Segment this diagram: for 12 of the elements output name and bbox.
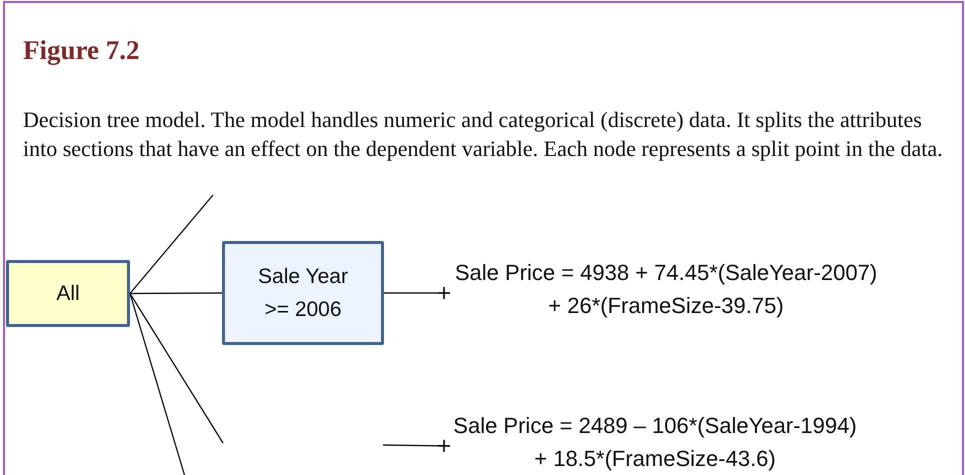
split-node-box: Sale Year >= 2006	[222, 241, 384, 345]
figure-title: Figure 7.2	[23, 35, 140, 66]
tree-branch-line	[130, 293, 224, 444]
root-node-box: All	[6, 260, 130, 327]
tree-branch-line	[130, 292, 222, 294]
tree-branch-line	[383, 439, 451, 453]
tree-branch-line	[130, 194, 214, 294]
tree-branch-line	[384, 286, 451, 300]
regression-formula: Sale Price = 4938 + 74.45*(SaleYear-2007) + 26*(FrameSize-39.75)	[450, 256, 882, 322]
regression-formula: Sale Price = 2489 – 106*(SaleYear-1994) + 18.5*(FrameSize-43.6)	[450, 409, 860, 475]
tree-branch-line	[129, 293, 187, 475]
figure-caption: Decision tree model. The model handles numeric and categorical (discrete) data. It splits the attributes into sections that have an effect on the dependent variable. Each node represents a split point in the data.	[23, 106, 944, 163]
